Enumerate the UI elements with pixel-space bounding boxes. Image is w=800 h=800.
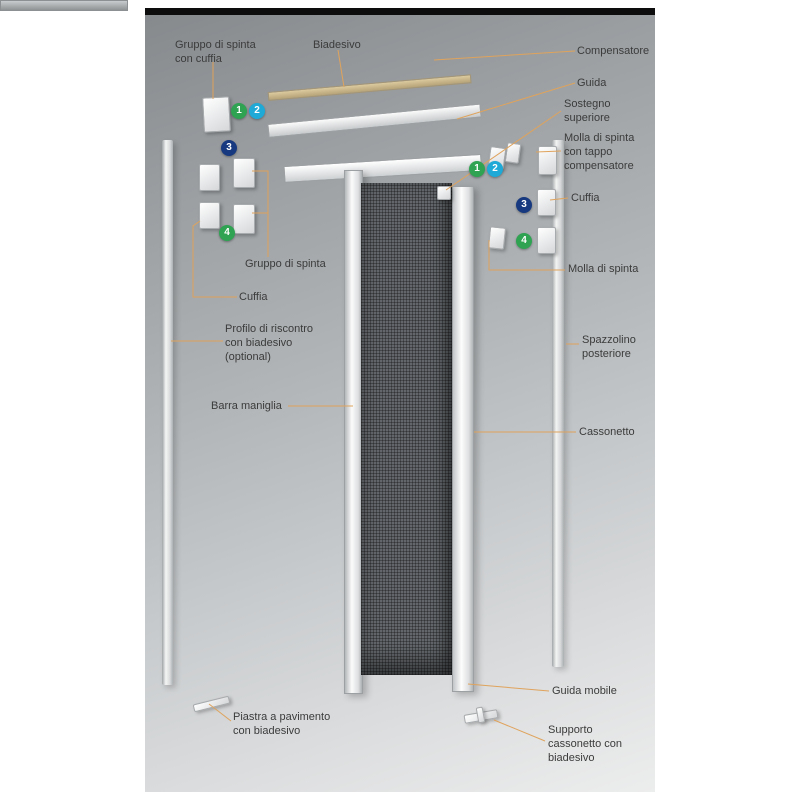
part-gruppo-di-spinta-2b xyxy=(233,204,255,234)
part-cuffia-right xyxy=(537,189,556,216)
label-cassonetto: Cassonetto xyxy=(579,426,635,438)
cassonetto-profile xyxy=(452,186,474,692)
badge-3-right: 3 xyxy=(516,197,532,213)
label-gruppo-di-spinta-con-cuffia: Gruppo di spinta con cuffia xyxy=(175,39,256,66)
guida-mobile-rail xyxy=(0,0,128,11)
part-gruppo-di-spinta-con-cuffia xyxy=(202,96,231,133)
label-spazzolino-posteriore: Spazzolino posteriore xyxy=(582,334,636,361)
spazzolino-posteriore-bar xyxy=(552,140,564,667)
label-guida: Guida xyxy=(577,77,607,89)
part-molla-tappo-b xyxy=(504,142,522,164)
part-molla-tappo-c xyxy=(538,146,557,175)
compensatore-top-strip xyxy=(145,8,655,15)
label-barra-maniglia: Barra maniglia xyxy=(211,400,282,412)
part-gruppo-di-spinta-1b xyxy=(233,158,255,188)
part-molla-di-spinta-b xyxy=(537,227,556,254)
badge-2-right: 2 xyxy=(487,161,503,177)
label-biadesivo: Biadesivo xyxy=(313,39,361,51)
part-molla-di-spinta-a xyxy=(487,226,507,250)
label-sostegno-superiore: Sostegno superiore xyxy=(564,98,611,125)
badge-1-right: 1 xyxy=(469,161,485,177)
label-compensatore: Compensatore xyxy=(577,45,650,57)
mesh-panel xyxy=(361,183,452,675)
part-gruppo-di-spinta-2a xyxy=(199,202,220,229)
label-gruppo-di-spinta: Gruppo di spinta xyxy=(245,258,326,270)
label-supporto-cassonetto: Supporto cassonetto con biadesivo xyxy=(548,724,622,765)
badge-4-left: 4 xyxy=(219,225,235,241)
label-piastra-a-pavimento: Piastra a pavimento con biadesivo xyxy=(233,711,331,738)
badge-3-left: 3 xyxy=(221,140,237,156)
badge-1-left: 1 xyxy=(231,103,247,119)
profilo-di-riscontro-bar xyxy=(162,140,173,685)
label-molla-di-spinta: Molla di spinta xyxy=(568,263,639,275)
label-guida-mobile: Guida mobile xyxy=(552,685,617,697)
part-sostegno-superiore xyxy=(437,186,451,200)
label-profilo-di-riscontro: Profilo di riscontro con biadesivo (opti… xyxy=(225,323,314,364)
badge-2-left: 2 xyxy=(249,103,265,119)
badge-4-right: 4 xyxy=(516,233,532,249)
part-gruppo-di-spinta-1a xyxy=(199,164,220,191)
label-cuffia-right: Cuffia xyxy=(571,192,600,204)
label-molla-di-spinta-tappo: Molla di spinta con tappo compensatore xyxy=(564,132,635,173)
label-cuffia-left: Cuffia xyxy=(239,291,268,303)
